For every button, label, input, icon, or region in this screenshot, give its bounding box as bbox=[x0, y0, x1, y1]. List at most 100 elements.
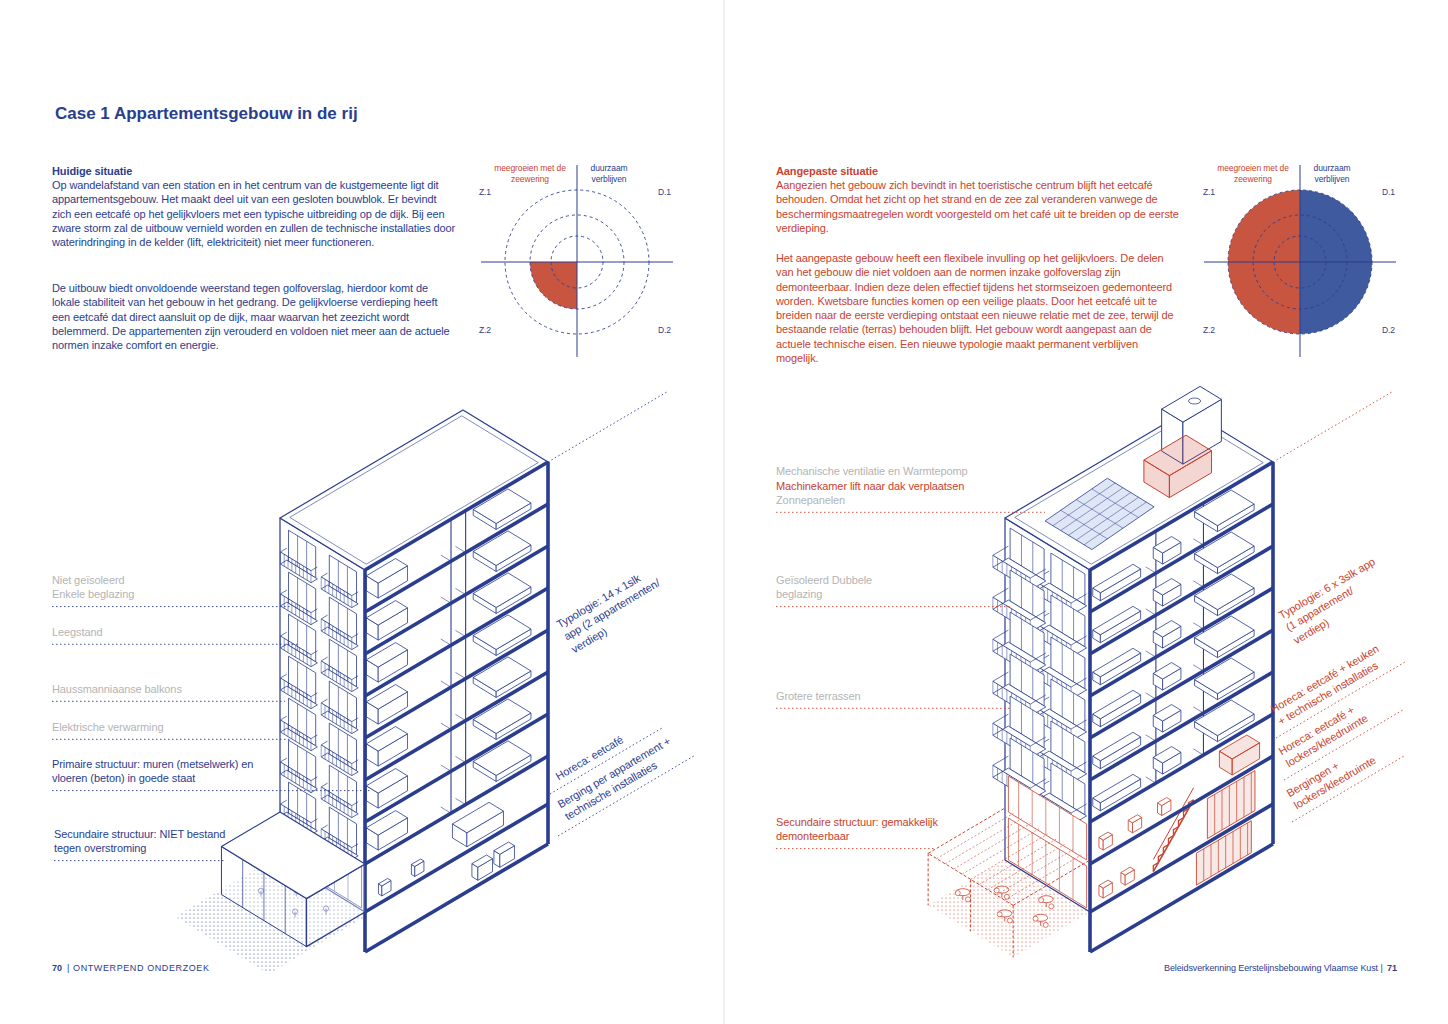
axis-label: D.1 bbox=[658, 187, 671, 198]
building-line bbox=[1071, 762, 1087, 771]
building-line bbox=[347, 635, 348, 647]
building-line bbox=[1062, 602, 1063, 633]
building-line bbox=[328, 582, 329, 594]
callout-label: Zonnepanelen bbox=[776, 493, 845, 507]
leader-line bbox=[548, 391, 669, 462]
building-line bbox=[352, 676, 358, 680]
callout-label: Grotere terrassen bbox=[776, 689, 861, 703]
leader-line bbox=[52, 644, 300, 645]
callout-label: Machinekamer lift naar dak verplaatsen bbox=[776, 479, 964, 493]
body-text: De uitbouw biedt onvoldoende weerstand t… bbox=[52, 281, 456, 352]
axis-label: meegroeien met de zeewering bbox=[1214, 163, 1292, 185]
callout-label: Geïsoleerd Dubbele beglazing bbox=[776, 573, 876, 602]
axis-label: D.2 bbox=[1382, 325, 1395, 336]
body-text: Op wandelafstand van een station en in h… bbox=[52, 178, 456, 249]
callout-label: Elektrische verwarming bbox=[52, 720, 164, 734]
building-line bbox=[280, 552, 281, 564]
leader-line bbox=[776, 512, 1045, 513]
building-line bbox=[1073, 735, 1074, 766]
building-line bbox=[280, 636, 281, 648]
partition-wall bbox=[465, 763, 466, 805]
building-line bbox=[351, 764, 352, 776]
building-line bbox=[997, 684, 998, 696]
assessment-wheel bbox=[481, 165, 673, 357]
building-line bbox=[993, 672, 1009, 681]
section bbox=[365, 462, 548, 952]
building-line bbox=[1006, 774, 1007, 786]
building-line bbox=[284, 554, 285, 566]
page-number: 71 bbox=[1387, 963, 1397, 975]
building-line bbox=[311, 777, 317, 781]
wheel-axis bbox=[1300, 165, 1301, 357]
building-line bbox=[1059, 849, 1060, 891]
building-line bbox=[263, 873, 264, 921]
building-line bbox=[242, 860, 243, 908]
floor-slab bbox=[1090, 546, 1273, 654]
furniture bbox=[1093, 732, 1141, 760]
furniture bbox=[1158, 798, 1171, 806]
extension-roof bbox=[221, 812, 365, 899]
terrace-table bbox=[956, 889, 970, 896]
furniture bbox=[366, 559, 407, 584]
building-line bbox=[1032, 710, 1033, 741]
terrace-table bbox=[998, 910, 1012, 917]
page-number: 70 bbox=[52, 963, 62, 975]
building-line bbox=[344, 801, 345, 813]
building-line bbox=[351, 806, 352, 818]
building-line bbox=[321, 661, 322, 673]
pergola-beam bbox=[928, 808, 1005, 853]
building-line bbox=[321, 573, 327, 577]
furniture bbox=[366, 811, 407, 836]
axis-label: Z.1 bbox=[479, 187, 491, 198]
building-line bbox=[1030, 695, 1046, 704]
building-line bbox=[1030, 611, 1046, 620]
building-line bbox=[1073, 693, 1074, 724]
callout-label: Niet geïsoleerd Enkele beglazing bbox=[52, 573, 152, 602]
building-line bbox=[321, 615, 327, 619]
section-heading: Aangepaste situatie bbox=[776, 164, 878, 178]
furniture bbox=[1153, 705, 1181, 722]
building-line bbox=[321, 783, 327, 787]
building-line bbox=[340, 757, 341, 769]
floor-slab bbox=[365, 546, 548, 654]
building-line bbox=[280, 758, 286, 762]
floor-slab bbox=[365, 630, 548, 738]
furniture bbox=[1153, 579, 1181, 596]
pergola-post bbox=[1013, 905, 1014, 957]
building-line bbox=[1018, 824, 1019, 866]
building-line bbox=[328, 708, 329, 720]
floor-slab bbox=[365, 714, 548, 822]
building-line bbox=[1002, 645, 1003, 657]
callout-label: Secundaire structuur: NIET bestand tegen… bbox=[54, 827, 234, 856]
building-line bbox=[1032, 584, 1033, 615]
floor-slab bbox=[365, 804, 548, 912]
building-line bbox=[340, 631, 341, 643]
building-line bbox=[1062, 728, 1063, 759]
building-line bbox=[1247, 823, 1248, 855]
furniture bbox=[1219, 735, 1259, 759]
building-line bbox=[1062, 686, 1063, 717]
building-line bbox=[1073, 651, 1074, 682]
building-line bbox=[993, 546, 1009, 555]
building-line bbox=[299, 690, 300, 702]
building-line bbox=[340, 715, 341, 727]
building-line bbox=[993, 714, 1009, 723]
leader-line bbox=[1273, 391, 1394, 462]
building-line bbox=[1021, 661, 1022, 692]
building-line bbox=[1030, 737, 1046, 746]
section-wall bbox=[546, 462, 550, 844]
building-line bbox=[307, 610, 308, 622]
building-line bbox=[1047, 673, 1048, 685]
partition-wall bbox=[450, 603, 451, 645]
building-line bbox=[280, 548, 286, 552]
furniture bbox=[1093, 648, 1141, 676]
building-line bbox=[299, 564, 300, 576]
building-line bbox=[1030, 569, 1046, 578]
building-line bbox=[311, 735, 317, 739]
furniture bbox=[1128, 815, 1141, 823]
building-line bbox=[307, 778, 308, 790]
building-line bbox=[332, 794, 333, 806]
building-line bbox=[1006, 564, 1007, 576]
axis-label: Z.1 bbox=[1203, 187, 1215, 198]
